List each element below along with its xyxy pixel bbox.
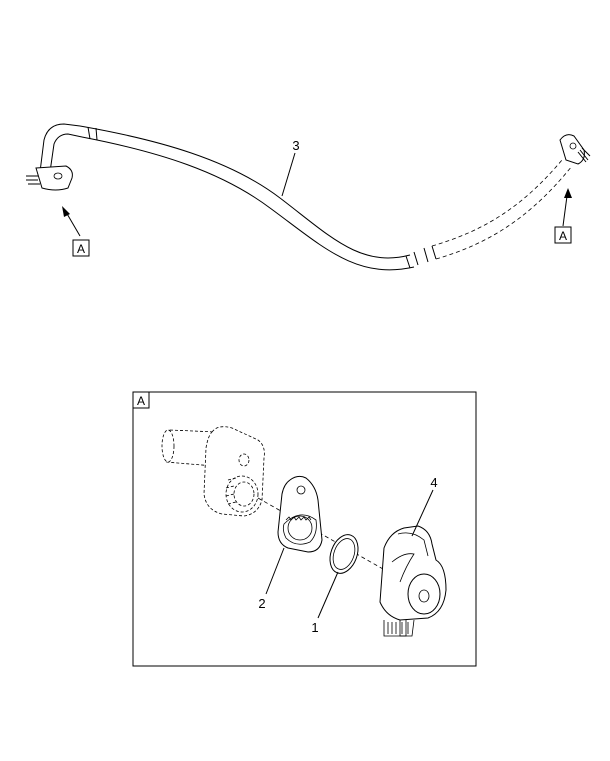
arrowhead-icon xyxy=(62,206,70,217)
view-ref-right: A xyxy=(554,188,572,244)
detail-label-box xyxy=(132,391,150,409)
callout-gasket-label: 2 xyxy=(258,596,265,611)
callout-connector: 4 xyxy=(411,475,438,537)
arrowhead-icon xyxy=(564,188,572,198)
connector xyxy=(379,525,447,637)
right-fitting xyxy=(559,134,591,165)
callout-hose-label: 3 xyxy=(292,138,299,153)
detail-view-a: A xyxy=(132,391,477,667)
phantom-mount xyxy=(161,426,265,517)
callout-o-ring: 1 xyxy=(311,571,339,635)
gasket-plate xyxy=(277,475,323,553)
hose-phantom-section xyxy=(431,159,573,260)
callout-hose: 3 xyxy=(281,138,300,197)
hose-body xyxy=(79,125,437,271)
detail-label: A xyxy=(137,394,145,408)
hose-assembly xyxy=(26,123,591,271)
o-ring xyxy=(329,534,359,574)
view-ref-right-box xyxy=(554,226,572,244)
callout-gasket: 2 xyxy=(258,547,285,611)
view-ref-left-box xyxy=(72,239,90,257)
left-fitting xyxy=(26,123,83,191)
view-ref-right-label: A xyxy=(559,229,567,243)
callout-connector-label: 4 xyxy=(430,475,437,490)
view-ref-left-label: A xyxy=(77,242,85,256)
callout-o-ring-label: 1 xyxy=(311,620,318,635)
view-ref-left: A xyxy=(62,206,90,257)
